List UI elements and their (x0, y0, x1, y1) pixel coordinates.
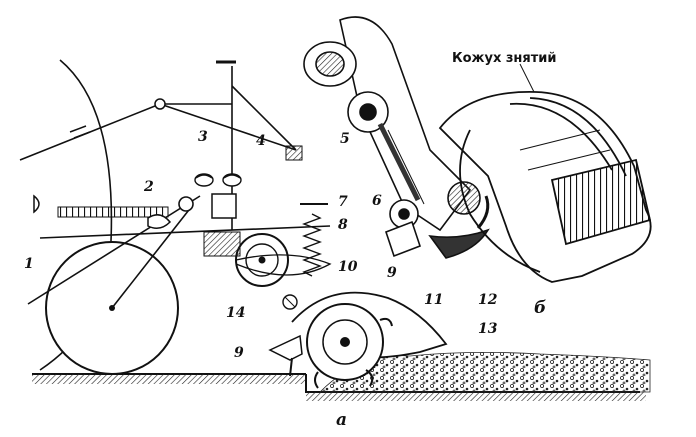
callout-13: 13 (478, 321, 498, 337)
callout-4: 4 (256, 133, 266, 149)
callout-9-left: 9 (234, 345, 244, 361)
callout-9-right: 9 (387, 265, 397, 281)
callout-5: 5 (340, 131, 350, 147)
callout-6: 6 (372, 193, 382, 209)
callout-1: 1 (24, 256, 34, 272)
gearbox (203, 231, 241, 257)
hitch-bracket (285, 145, 303, 161)
callout-10: 10 (338, 259, 358, 275)
callout-8: 8 (338, 217, 348, 233)
gear-housing (303, 16, 472, 232)
callout-11: 11 (424, 292, 444, 308)
callout-2: 2 (144, 179, 154, 195)
callout-3: 3 (198, 129, 208, 145)
cover-removed-caption: Кожух знятий (452, 51, 557, 66)
ground (32, 352, 651, 401)
protective-cover (438, 91, 652, 283)
drive-pulley (235, 233, 332, 287)
drawbar (33, 194, 172, 229)
frame-bars (19, 60, 331, 309)
pressure-spring (302, 213, 322, 277)
callout-7: 7 (338, 194, 348, 210)
callout-12: 12 (478, 292, 498, 308)
callout-14: 14 (226, 305, 246, 321)
cutting-blade (268, 334, 303, 361)
rotor (291, 291, 448, 389)
linkage-block (211, 193, 237, 219)
subfigure-b-label: б (534, 298, 547, 318)
cutter-assembly (384, 181, 490, 259)
tension-springs (194, 173, 242, 187)
subfigure-a-label: а (336, 410, 348, 430)
